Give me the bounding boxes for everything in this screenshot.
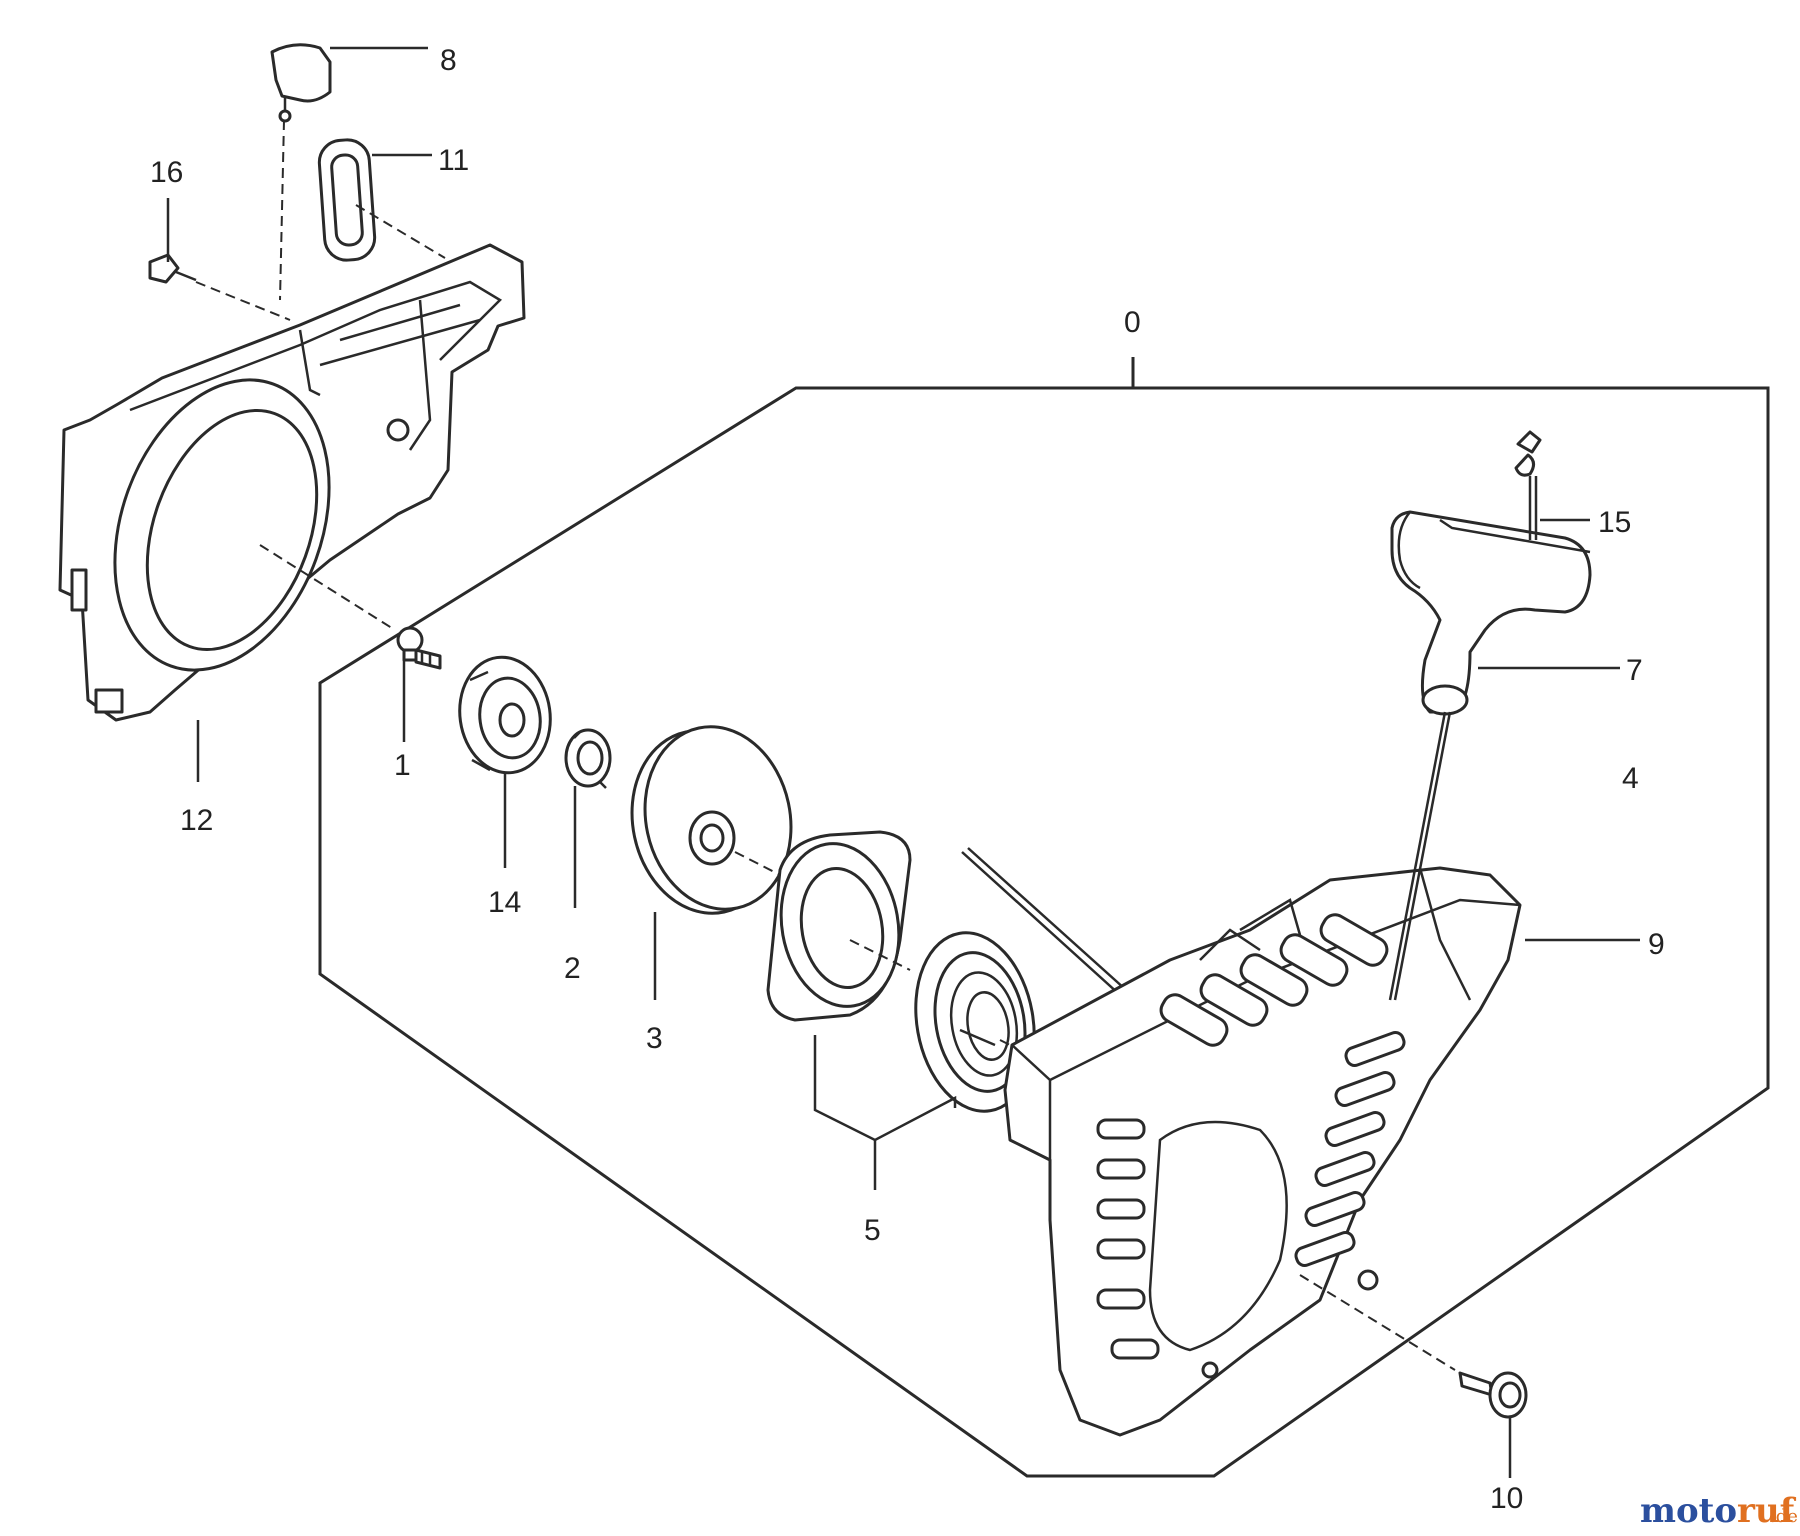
watermark-ruf: ruf <box>1737 1491 1797 1531</box>
starter-rope-part <box>961 847 1136 1005</box>
grip-knob-part <box>270 43 332 301</box>
callout-10: 10 <box>1490 1482 1523 1515</box>
callout-14: 14 <box>488 886 521 919</box>
callout-12: 12 <box>180 804 213 837</box>
watermark-moto: moto <box>1640 1491 1737 1531</box>
callout-5: 5 <box>864 1214 881 1247</box>
pin-15-part <box>1514 430 1542 540</box>
reel-disk-part <box>630 725 793 915</box>
callout-1: 1 <box>394 749 411 782</box>
callout-9: 9 <box>1648 928 1665 961</box>
callout-15: 15 <box>1598 506 1631 539</box>
starter-housing-part <box>1003 866 1522 1437</box>
callout-8: 8 <box>440 44 457 77</box>
t-handle-part <box>1388 510 1592 1001</box>
spring-cassette-part <box>766 830 912 1022</box>
grommet-part <box>317 138 446 262</box>
callout-11: 11 <box>438 144 469 177</box>
assembly-frame <box>318 357 1770 1478</box>
pulley-14-part <box>458 655 552 775</box>
svg-text:motoruf: motoruf <box>1640 1491 1797 1531</box>
watermark-tld: .de <box>1770 1506 1798 1527</box>
leader-lines <box>166 46 1640 1478</box>
callout-7: 7 <box>1626 654 1643 687</box>
callout-16: 16 <box>150 156 183 189</box>
fan-housing-part <box>58 243 526 722</box>
callouts: 0 8 11 16 12 1 14 2 3 5 15 7 4 9 10 <box>150 44 1665 1515</box>
screw-16-part <box>148 253 291 321</box>
callout-0: 0 <box>1124 306 1141 339</box>
spring-clip-part <box>564 728 612 789</box>
callout-3: 3 <box>646 1022 663 1055</box>
callout-2: 2 <box>564 952 581 985</box>
rewind-spring-part <box>914 931 1061 1113</box>
bolt-part <box>396 626 442 670</box>
callout-4: 4 <box>1622 762 1639 795</box>
watermark-logo: motoruf .de <box>1640 1491 1798 1531</box>
screw-10-part <box>1299 1274 1528 1419</box>
